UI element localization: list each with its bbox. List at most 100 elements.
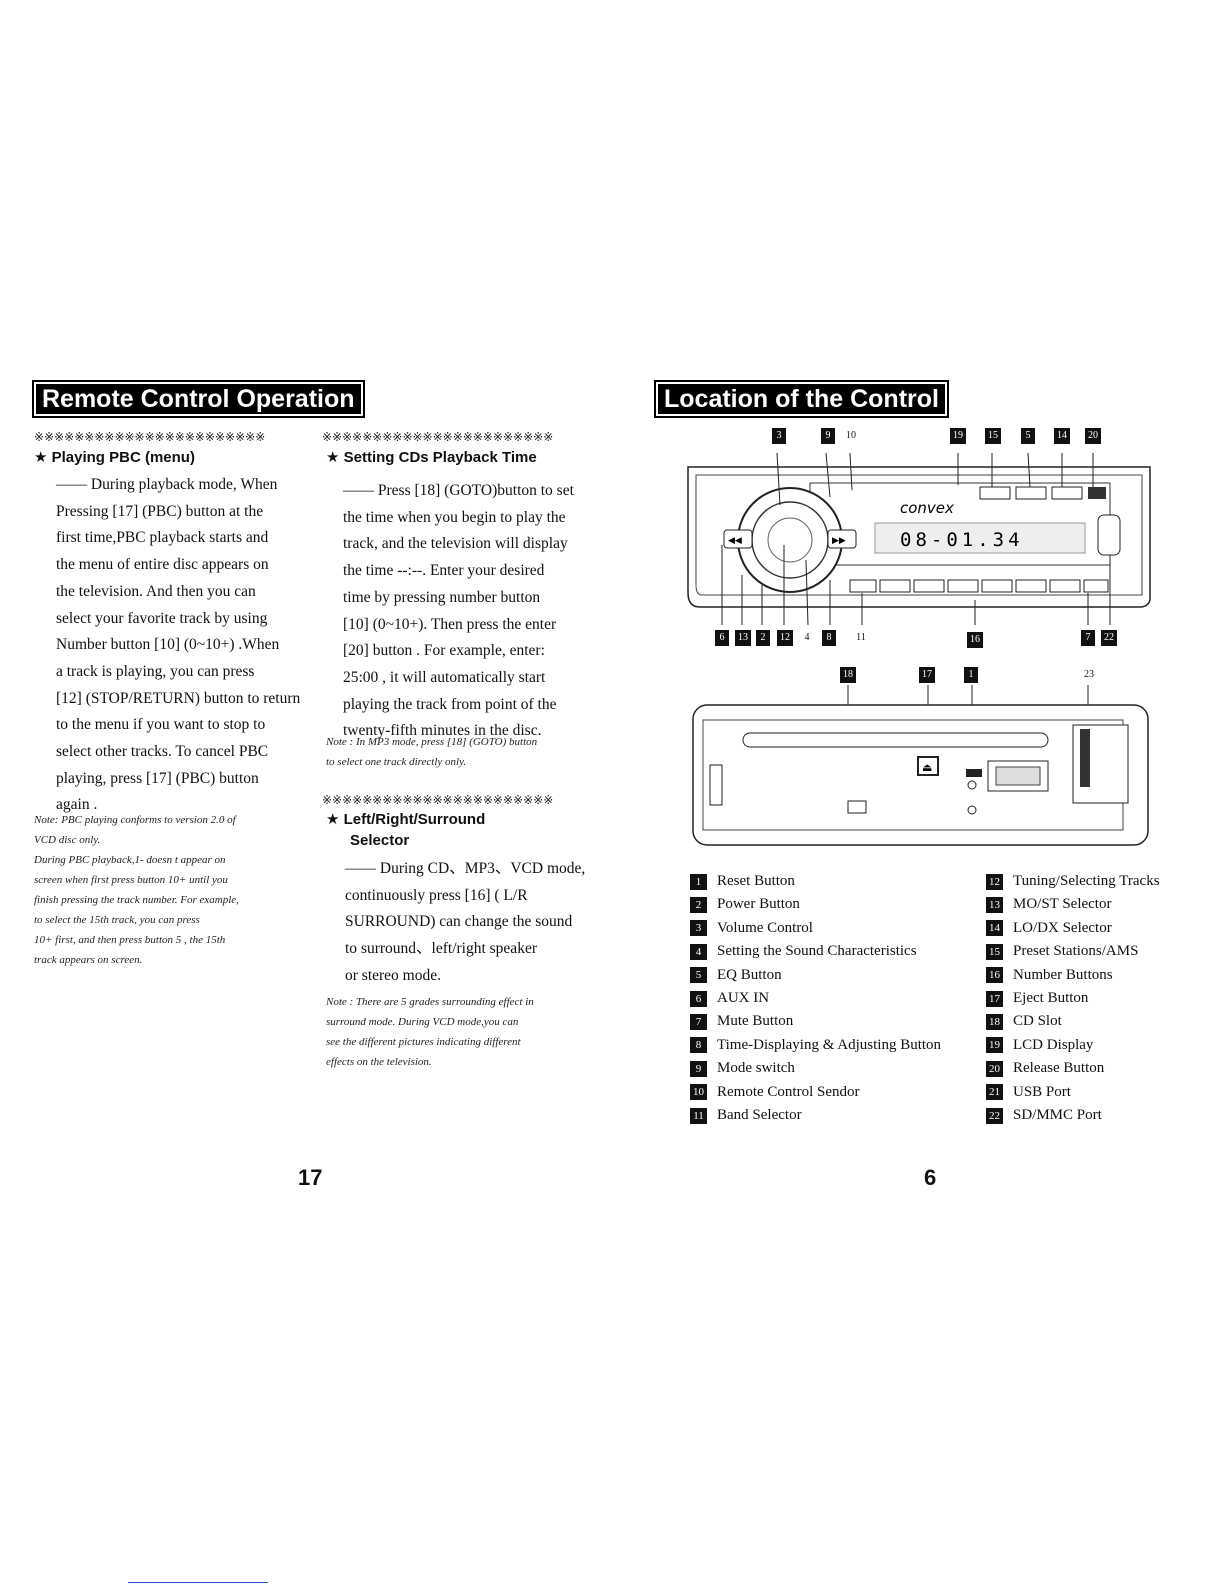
legend-number: 12 xyxy=(986,873,1003,890)
legend-label: Release Button xyxy=(1013,1060,1105,1077)
legend-label: MO/ST Selector xyxy=(1013,896,1112,913)
text-line: see the different pictures indicating di… xyxy=(326,1036,521,1048)
text-line: finish pressing the track number. For ex… xyxy=(34,894,239,906)
setting-playback-time-title: ★ Setting CDs Playback Time xyxy=(326,449,537,466)
text-line: track appears on screen. xyxy=(34,954,143,966)
legend-label: Eject Button xyxy=(1013,989,1089,1006)
legend-number: 20 xyxy=(986,1060,1003,1077)
text-line: twenty-fifth minutes in the disc. xyxy=(343,722,542,740)
tag-15: 15 xyxy=(985,428,1001,444)
text-line: the television. And then you can xyxy=(56,582,256,600)
tag-19: 19 xyxy=(950,428,966,444)
tag-7: 7 xyxy=(1081,630,1095,646)
legend-label: Preset Stations/AMS xyxy=(1013,943,1139,960)
legend-label: Number Buttons xyxy=(1013,966,1113,983)
tag-17: 17 xyxy=(919,667,935,683)
legend-item: 20 Release Button xyxy=(986,1057,1160,1080)
legend-label: LCD Display xyxy=(1013,1036,1094,1053)
tag-13: 13 xyxy=(735,630,751,646)
surround-selector-title-1: ★ Left/Right/Surround xyxy=(326,811,486,828)
text-line: to select the 15th track, you can press xyxy=(34,914,200,926)
text-line: effects on the television. xyxy=(326,1056,432,1068)
playing-pbc-title: ★ Playing PBC (menu) xyxy=(34,449,195,466)
legend-label: Tuning/Selecting Tracks xyxy=(1013,873,1160,889)
text-line: first time,PBC playback starts and xyxy=(56,529,269,547)
text-line: continuously press [16] ( L/R xyxy=(345,886,528,904)
legend-label: Mute Button xyxy=(717,1013,794,1030)
legend-number: 11 xyxy=(690,1107,707,1124)
legend-number: 17 xyxy=(986,990,1003,1007)
legend-number: 6 xyxy=(690,990,707,1007)
footer-rule xyxy=(128,1582,268,1583)
legend-number: 2 xyxy=(690,897,707,914)
text-line: time by pressing number button xyxy=(343,588,541,606)
text-line: select your favorite track by using xyxy=(56,609,268,627)
legend-number: 4 xyxy=(690,943,707,960)
text-line: VCD disc only. xyxy=(34,834,101,846)
text-line: or stereo mode. xyxy=(345,966,441,984)
legend-label: Mode switch xyxy=(717,1060,795,1077)
tag-10: 10 xyxy=(843,428,859,444)
text-line: [20] button . For example, enter: xyxy=(343,642,545,660)
left-divider-1: ※※※※※※※※※※※※※※※※※※※※※※※ xyxy=(34,430,266,444)
tag-14: 14 xyxy=(1054,428,1070,444)
legend-label: Remote Control Sendor xyxy=(717,1083,860,1100)
text-line: the menu of entire disc appears on xyxy=(56,556,269,574)
text-line: playing the track from point of the xyxy=(343,695,557,713)
legend-label: Reset Button xyxy=(717,873,795,889)
legend-label: Band Selector xyxy=(717,1106,802,1123)
legend-item: 7 Mute Button xyxy=(690,1010,941,1033)
legend-number: 7 xyxy=(690,1014,707,1031)
legend-number: 18 xyxy=(986,1014,1003,1031)
legend-number: 5 xyxy=(690,967,707,984)
legend-label: LO/DX Selector xyxy=(1013,919,1112,936)
tag-12: 12 xyxy=(777,630,793,646)
number-buttons-row xyxy=(849,579,1109,593)
tag-9: 9 xyxy=(821,428,835,444)
legend-number: 19 xyxy=(986,1037,1003,1054)
panel-brand: convex xyxy=(900,499,954,517)
legend-number: 22 xyxy=(986,1107,1003,1124)
tag-22: 22 xyxy=(1101,630,1117,646)
text-line: [12] (STOP/RETURN) button to return xyxy=(56,689,301,707)
text-line: the time --:--. Enter your desired xyxy=(343,562,545,580)
tag-4: 4 xyxy=(800,630,814,646)
tag-2: 2 xyxy=(756,630,770,646)
tag-20: 20 xyxy=(1085,428,1101,444)
setting-playback-time-note: Note : In MP3 mode, press [18] (GOTO) bu… xyxy=(326,732,596,772)
text-line: Note: PBC playing conforms to version 2.… xyxy=(34,814,236,826)
surround-selector-body: —— During CD、MP3、VCD mode,continuously p… xyxy=(345,856,595,990)
tag-1: 1 xyxy=(964,667,978,683)
text-line: again . xyxy=(56,796,98,814)
left-divider-2: ※※※※※※※※※※※※※※※※※※※※※※※ xyxy=(322,430,554,444)
legend-number: 8 xyxy=(690,1037,707,1054)
legend-label: Time-Displaying & Adjusting Button xyxy=(717,1036,942,1053)
text-line: the time when you begin to play the xyxy=(343,508,566,526)
legend-number: 3 xyxy=(690,920,707,937)
text-line: track, and the television will display xyxy=(343,535,568,553)
svg-text:⏏: ⏏ xyxy=(922,761,932,774)
legend-label: USB Port xyxy=(1013,1083,1071,1100)
text-line: to surround、left/right speaker xyxy=(345,940,537,958)
text-line: —— During playback mode, When xyxy=(56,476,278,493)
legend-item: 11 Band Selector xyxy=(690,1104,941,1127)
legend-label: Volume Control xyxy=(717,919,813,936)
tag-6: 6 xyxy=(715,630,729,646)
front-panel-diagram: convex 08-01.34 ◀◀ ▶▶ xyxy=(687,452,1151,626)
tag-18: 18 xyxy=(840,667,856,683)
legend-item: 12 Tuning/Selecting Tracks xyxy=(986,870,1160,893)
tag-8: 8 xyxy=(822,630,836,646)
